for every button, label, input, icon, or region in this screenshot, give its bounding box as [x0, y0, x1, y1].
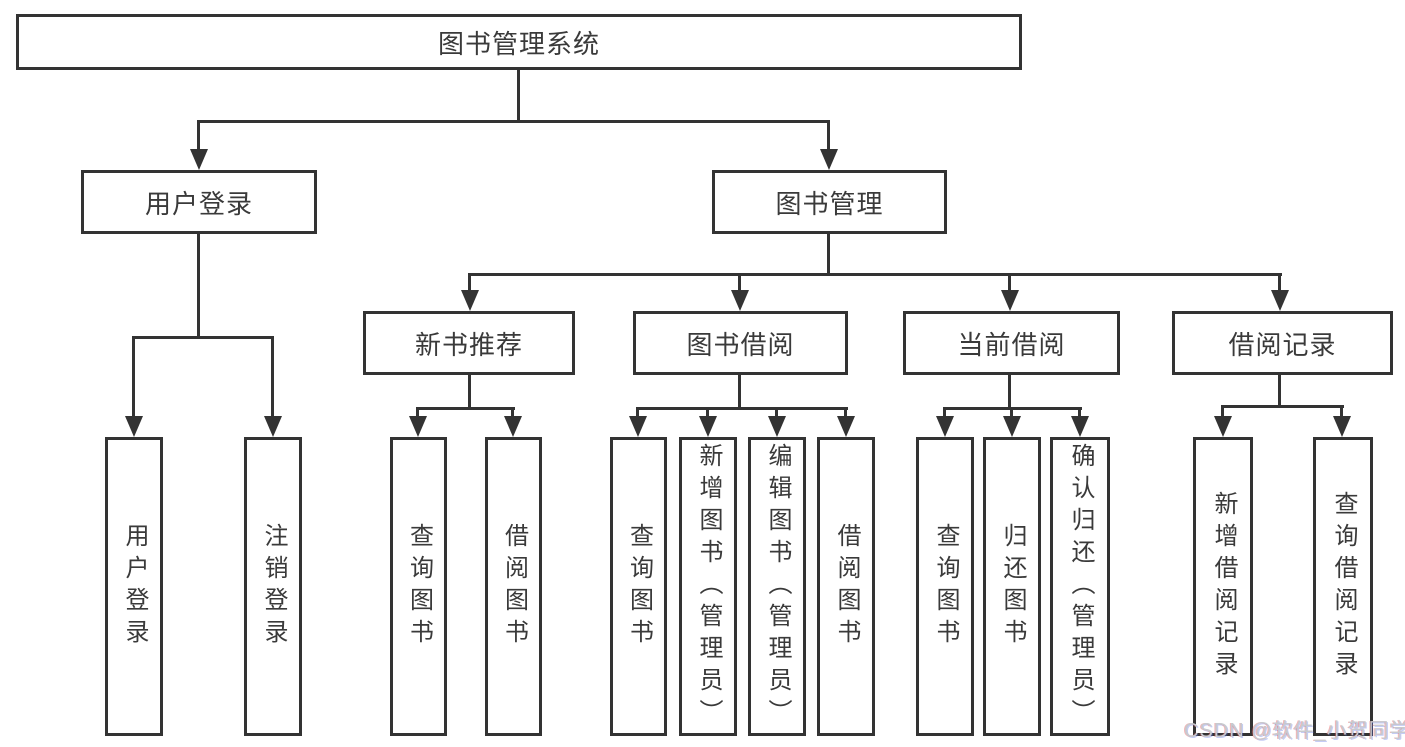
connector-drop-borrow-records [1278, 273, 1281, 293]
arrow-down-icon [837, 416, 855, 437]
arrow-down-icon [1071, 416, 1089, 437]
node-book-management: 图书管理 [712, 170, 947, 234]
connector-drop-confirm-return [1078, 407, 1081, 418]
leaf-current-query-label: 查询图书 [932, 522, 959, 651]
leaf-newbooks-borrow-label: 借阅图书 [500, 522, 528, 651]
connector-book-borrow-stem [738, 375, 741, 409]
leaf-confirm-return: 确认归还（管理员） [1050, 437, 1110, 736]
leaf-newbooks-query-label: 查询图书 [405, 522, 433, 651]
leaf-borrow-query: 查询图书 [610, 437, 667, 736]
leaf-add-record: 新增借阅记录 [1193, 437, 1253, 736]
connector-split-new-book [416, 407, 515, 410]
leaf-query-record: 查询借阅记录 [1313, 437, 1373, 736]
arrow-down-icon [820, 149, 838, 170]
node-user-login: 用户登录 [81, 170, 317, 234]
connector-drop-new-book-recommend [468, 273, 471, 293]
leaf-logout-label: 注销登录 [260, 522, 287, 651]
arrow-down-icon [264, 416, 282, 437]
leaf-user-login: 用户登录 [105, 437, 163, 736]
arrow-down-icon [1001, 290, 1019, 311]
arrow-down-icon [1214, 416, 1232, 437]
connector-split-book-borrow [636, 407, 848, 410]
node-root: 图书管理系统 [16, 14, 1022, 70]
node-new-book-recommend-label: 新书推荐 [414, 329, 523, 360]
connector-drop-leaf-user-login [132, 336, 135, 419]
arrow-down-icon [125, 416, 143, 437]
connector-drop-leaf-logout [271, 336, 274, 419]
connector-split-borrow-records [1221, 405, 1344, 408]
leaf-borrow-edit-book: 编辑图书（管理员） [748, 437, 806, 736]
leaf-current-query: 查询图书 [916, 437, 974, 736]
connector-drop-book-management [827, 120, 830, 152]
leaf-borrow-edit-book-label: 编辑图书（管理员） [764, 442, 791, 731]
leaf-borrow-add-book-label: 新增图书（管理员） [695, 442, 722, 731]
connector-root-stem [517, 70, 520, 122]
connector-drop-add-record [1221, 405, 1224, 418]
node-user-login-label: 用户登录 [144, 188, 253, 219]
leaf-return-book: 归还图书 [983, 437, 1041, 736]
node-root-label: 图书管理系统 [437, 28, 600, 59]
leaf-confirm-return-label: 确认归还（管理员） [1067, 442, 1094, 731]
connector-borrow-records-stem [1278, 375, 1281, 408]
arrow-down-icon [768, 416, 786, 437]
leaf-newbooks-borrow: 借阅图书 [485, 437, 542, 736]
connector-drop-current-borrow [1008, 273, 1011, 293]
csdn-watermark: CSDN @软件_小贺同学 [1184, 720, 1405, 742]
connector-drop-return-book [1010, 407, 1013, 418]
connector-drop-borrow-book [844, 407, 847, 418]
node-book-borrow-label: 图书借阅 [686, 329, 795, 360]
leaf-logout: 注销登录 [244, 437, 302, 736]
arrow-down-icon [461, 290, 479, 311]
leaf-borrow-book: 借阅图书 [817, 437, 875, 736]
leaf-borrow-query-label: 查询图书 [625, 522, 653, 651]
leaf-add-record-label: 新增借阅记录 [1210, 490, 1237, 683]
leaf-borrow-add-book: 新增图书（管理员） [679, 437, 737, 736]
node-current-borrow-label: 当前借阅 [957, 329, 1066, 360]
connector-drop-newbooks-borrow [511, 407, 514, 418]
node-new-book-recommend: 新书推荐 [363, 311, 575, 375]
leaf-query-record-label: 查询借阅记录 [1330, 490, 1357, 683]
connector-user-login-stem [197, 234, 200, 338]
arrow-down-icon [731, 290, 749, 311]
connector-current-borrow-stem [1008, 375, 1011, 409]
connector-split-user-login [132, 336, 274, 339]
connector-drop-newbooks-query [416, 407, 419, 418]
leaf-borrow-book-label: 借阅图书 [833, 522, 860, 651]
arrow-down-icon [409, 416, 427, 437]
arrow-down-icon [629, 416, 647, 437]
connector-drop-add-book [706, 407, 709, 418]
connector-book-management-stem [827, 234, 830, 276]
connector-split-level3 [468, 273, 1282, 276]
connector-new-book-stem [468, 375, 471, 409]
node-book-borrow: 图书借阅 [633, 311, 848, 375]
leaf-return-book-label: 归还图书 [999, 522, 1026, 651]
arrow-down-icon [699, 416, 717, 437]
node-current-borrow: 当前借阅 [903, 311, 1120, 375]
node-borrow-records: 借阅记录 [1172, 311, 1393, 375]
node-book-management-label: 图书管理 [775, 188, 884, 219]
connector-drop-current-query [943, 407, 946, 418]
arrow-down-icon [1271, 290, 1289, 311]
connector-drop-query-record [1340, 405, 1343, 418]
arrow-down-icon [190, 149, 208, 170]
node-borrow-records-label: 借阅记录 [1228, 329, 1337, 360]
connector-drop-borrow-query [636, 407, 639, 418]
arrow-down-icon [1003, 416, 1021, 437]
leaf-user-login-label: 用户登录 [121, 522, 148, 651]
arrow-down-icon [1333, 416, 1351, 437]
arrow-down-icon [936, 416, 954, 437]
arrow-down-icon [504, 416, 522, 437]
connector-drop-user-login [197, 120, 200, 152]
connector-split-level2 [197, 120, 830, 123]
connector-drop-book-borrow [738, 273, 741, 293]
connector-drop-edit-book [775, 407, 778, 418]
leaf-newbooks-query: 查询图书 [390, 437, 447, 736]
